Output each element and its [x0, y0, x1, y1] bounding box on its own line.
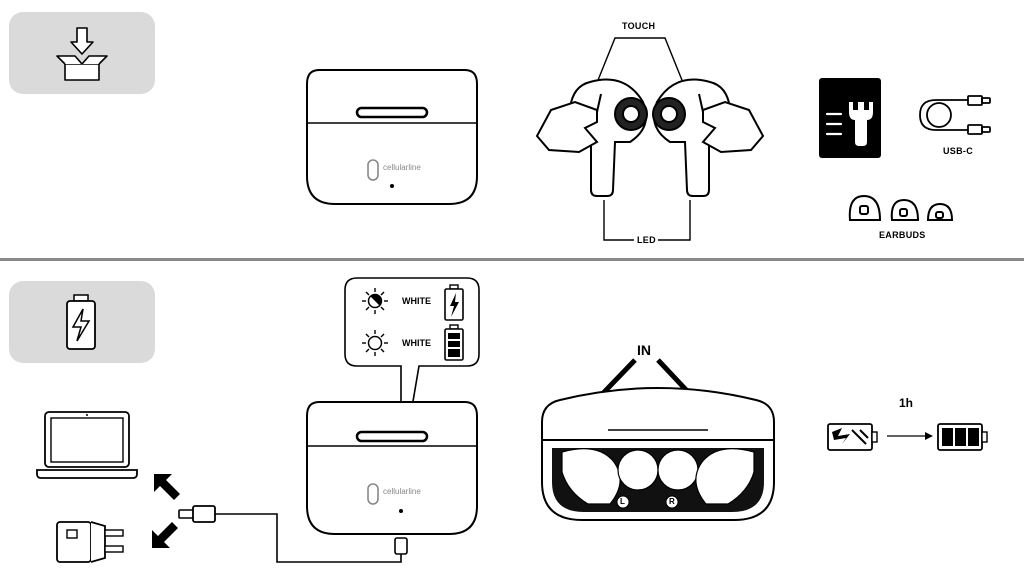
earbud-left: [535, 78, 648, 197]
case-brand-label: cellularline: [383, 163, 421, 172]
in-label: IN: [637, 342, 651, 358]
battery-charging-icon: [444, 284, 464, 321]
open-case-with-earbuds: [541, 387, 775, 521]
charging-battery-icon: [66, 294, 96, 350]
wall-adapter-icon: [56, 521, 124, 563]
sun-icon: [362, 330, 388, 356]
bubble-row1-text: WHITE: [402, 296, 431, 306]
right-ear-mark: R: [669, 497, 675, 506]
unbox-panel: [9, 12, 155, 94]
battery-empty-icon: [827, 423, 878, 451]
wrench-icon: [819, 78, 881, 158]
arrow-to-adapter-icon: [152, 522, 178, 548]
charging-case-bottom: cellularline: [305, 398, 479, 538]
laptop-icon: [36, 411, 138, 479]
earbuds-label: EARBUDS: [879, 230, 926, 240]
battery-full-horizontal-icon: [937, 423, 988, 451]
case-brand-label-bottom: cellularline: [383, 487, 421, 496]
arrow-to-laptop-icon: [154, 474, 180, 500]
unbox-icon: [56, 27, 108, 81]
bubble-row2-text: WHITE: [402, 338, 431, 348]
ear-tips-icon: [848, 194, 954, 221]
charging-case-top: cellularline: [305, 66, 479, 208]
left-ear-mark: L: [620, 497, 625, 506]
led-lines: [603, 200, 691, 241]
charge-time-label: 1h: [899, 396, 914, 410]
touch-lines: [589, 37, 691, 101]
battery-full-icon: [444, 324, 464, 361]
usb-cable: [178, 505, 408, 563]
earbud-right: [652, 78, 765, 197]
usb-c-cable-icon: [919, 95, 991, 135]
charging-panel: [9, 281, 155, 363]
sun-half-icon: [362, 288, 388, 314]
usb-c-label: USB-C: [943, 146, 973, 156]
led-label: LED: [637, 235, 656, 245]
section-divider: [0, 258, 1024, 261]
touch-label: TOUCH: [622, 21, 656, 31]
arrow-right-icon: [887, 432, 933, 440]
